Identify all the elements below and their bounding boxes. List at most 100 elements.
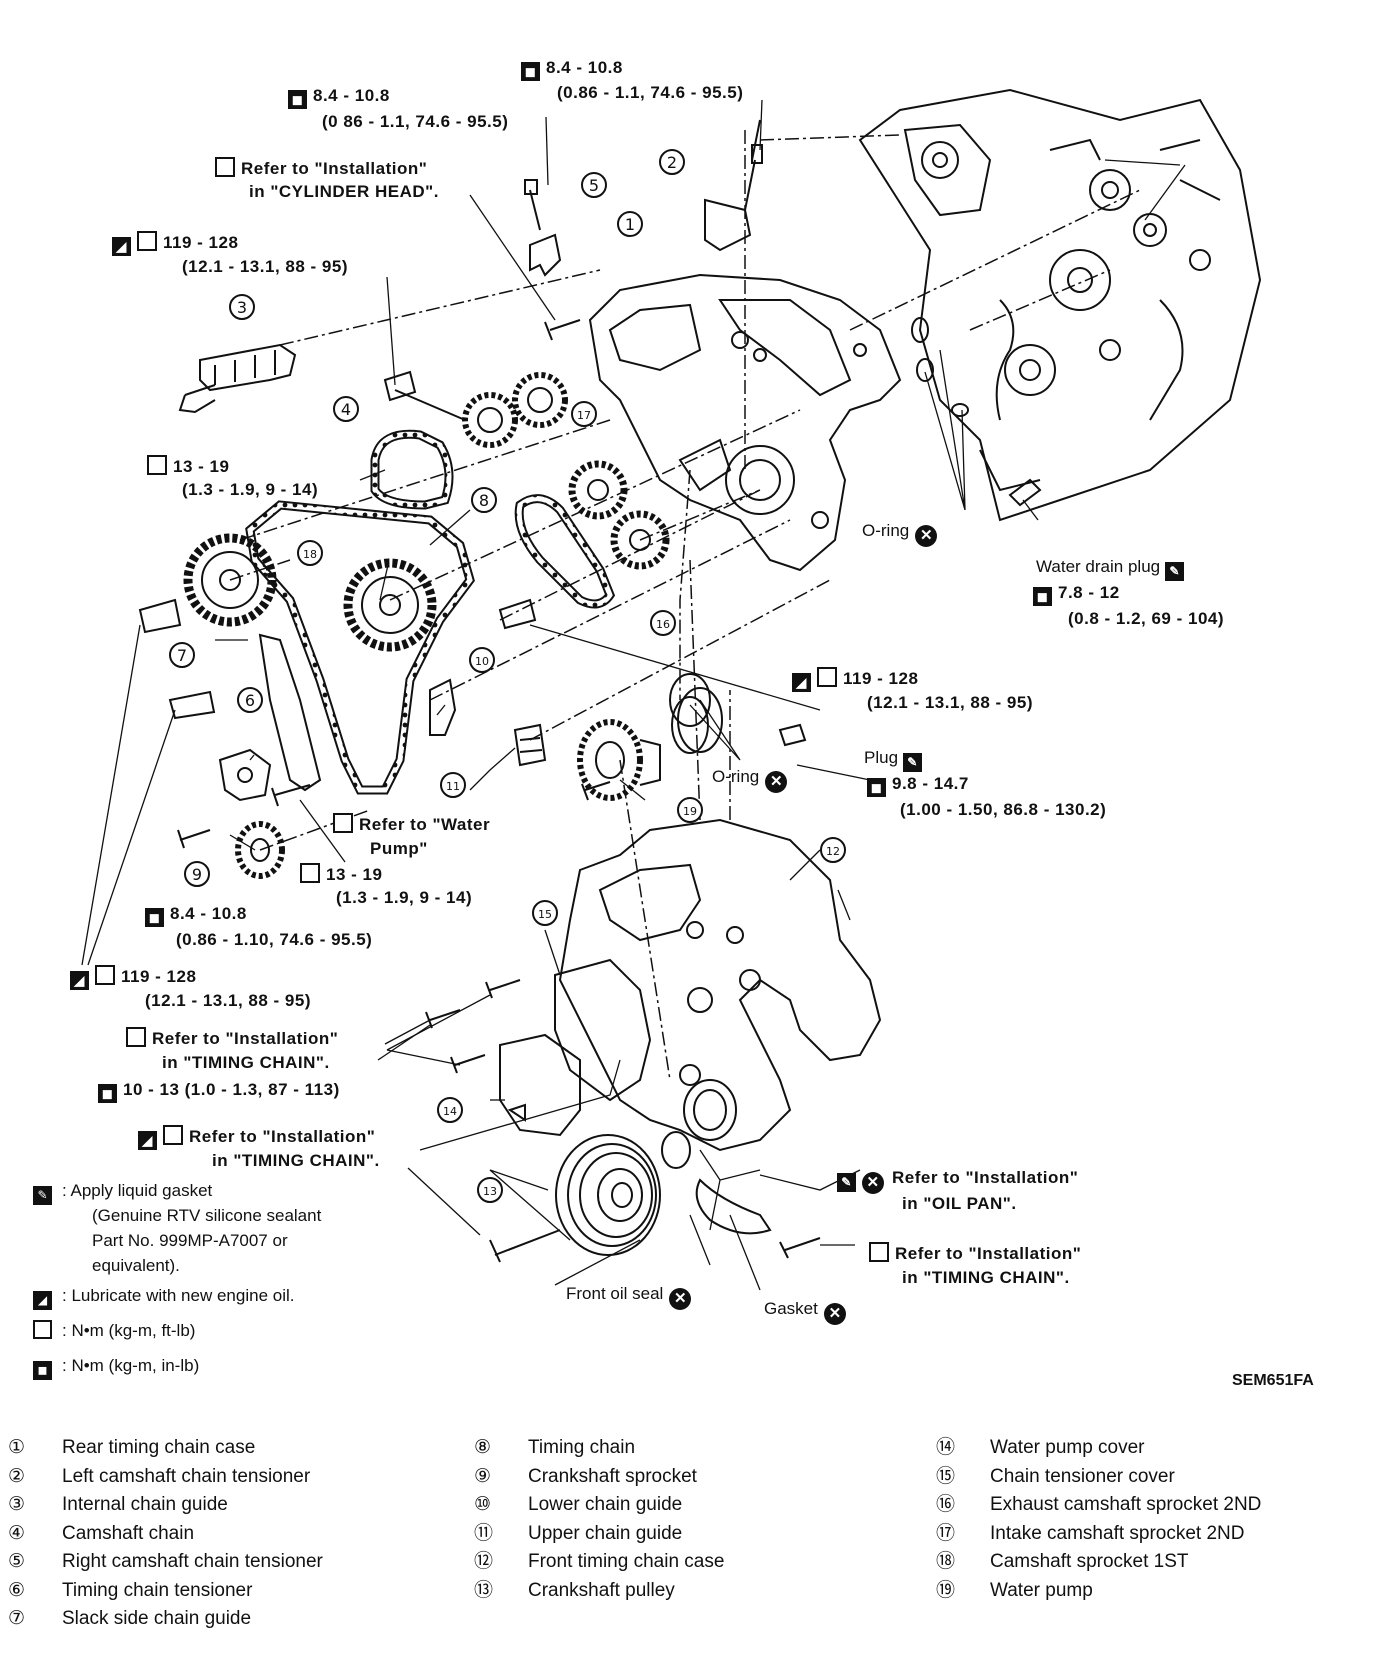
svg-text:17: 17	[577, 409, 591, 422]
slack-side-chain-guide	[258, 633, 322, 792]
svg-text:1: 1	[625, 215, 635, 234]
ref-cylinder-head: Refer to "Installation"	[215, 157, 427, 179]
front-oil-seal-label: Front oil seal✕	[566, 1283, 692, 1310]
svg-text:8: 8	[479, 491, 489, 510]
torque-ftlb-icon	[869, 1242, 889, 1262]
part-number: ④	[8, 1522, 26, 1544]
camshaft-chain	[370, 429, 454, 510]
legend-gasket-2: (Genuine RTV silicone sealant	[92, 1206, 322, 1225]
torque-inlb-icon: ◼	[521, 62, 540, 81]
part-name: Crankshaft sprocket	[528, 1465, 697, 1487]
ref-oil-pan: ✎✕Refer to "Installation"	[837, 1168, 1078, 1194]
upper-chain-guide	[513, 723, 547, 767]
torque-ftlb-icon	[126, 1027, 146, 1047]
svg-text:14: 14	[443, 1105, 457, 1118]
legend-gasket: ✎: Apply liquid gasket	[33, 1180, 212, 1205]
part-name: Chain tensioner cover	[990, 1465, 1175, 1487]
callout-15: 15	[532, 900, 558, 926]
part-number: ⑦	[8, 1608, 26, 1629]
callout-6: 6	[237, 687, 263, 713]
ref-timing-chain-2-2: in "TIMING CHAIN".	[212, 1151, 380, 1170]
left-camshaft-chain-tensioner	[704, 119, 763, 252]
o-ring-label-2: O-ring✕	[712, 766, 788, 793]
svg-text:13: 13	[483, 1185, 497, 1198]
torque-top-right-spec: (0.86 - 1.1, 74.6 - 95.5)	[557, 83, 744, 102]
part-name: Camshaft chain	[62, 1522, 195, 1544]
part-name: Right camshaft chain tensioner	[62, 1551, 323, 1572]
legend-nm-inlb: ◼: N•m (kg-m, in-lb)	[33, 1355, 199, 1380]
callout-17: 17	[571, 401, 597, 427]
part-name: Timing chain tensioner	[62, 1579, 253, 1601]
lubricate-icon: ◢	[33, 1291, 52, 1310]
replace-icon: ✕	[823, 1303, 846, 1325]
part-name: Rear timing chain case	[62, 1437, 256, 1458]
part-number: ⑨	[474, 1465, 492, 1487]
torque-ftlb-icon	[33, 1320, 52, 1339]
torque-119-a: ◢119 - 128	[112, 231, 238, 256]
torque-119-c-spec: (12.1 - 13.1, 88 - 95)	[145, 991, 311, 1010]
callout-18: 18	[297, 540, 323, 566]
part-number: ⑯	[936, 1494, 956, 1515]
callout-1: 1	[617, 211, 643, 237]
front-timing-chain-case	[558, 818, 882, 1152]
torque-inlb-icon: ◼	[98, 1084, 117, 1103]
plug-label: Plug ✎	[864, 747, 928, 772]
ref-water-pump: Refer to "Water	[333, 813, 490, 835]
torque-top-left-spec: (0 86 - 1.1, 74.6 - 95.5)	[322, 112, 509, 131]
svg-text:9: 9	[192, 865, 202, 884]
legend-gasket-3: Part No. 999MP-A7007 or	[92, 1231, 288, 1250]
rear-timing-chain-case	[588, 273, 902, 572]
water-pump	[577, 687, 723, 801]
water-pump-cover	[499, 1033, 581, 1137]
callout-circles: 1 2 3 4 5 6 7 8 9 10 11 12 13 14 15 16 1…	[169, 149, 846, 1203]
ref-timing-chain-1: Refer to "Installation"	[126, 1027, 338, 1049]
replace-icon: ✕	[862, 1172, 884, 1194]
callout-13: 13	[477, 1177, 503, 1203]
torque-78-spec: (0.8 - 1.2, 69 - 104)	[1068, 609, 1225, 628]
part-number: ⑬	[474, 1579, 494, 1601]
torque-98: ◼9.8 - 14.7	[867, 774, 969, 797]
torque-13-b: 13 - 19	[300, 863, 382, 885]
torque-84-c-spec: (0.86 - 1.10, 74.6 - 95.5)	[176, 930, 373, 949]
replace-icon: ✕	[915, 525, 938, 547]
ref-timing-chain-3: Refer to "Installation"	[869, 1242, 1081, 1264]
svg-text:19: 19	[683, 805, 697, 818]
camshaft-sprocket-left	[183, 533, 277, 627]
gasket-label: Gasket✕	[764, 1298, 846, 1325]
torque-10: ◼10 - 13 (1.0 - 1.3, 87 - 113)	[98, 1080, 340, 1103]
torque-ftlb-icon	[137, 231, 157, 251]
part-name: Camshaft sprocket 1ST	[990, 1551, 1189, 1572]
ref-oil-pan-2: in "OIL PAN".	[902, 1194, 1017, 1213]
torque-inlb-icon: ◼	[145, 908, 164, 927]
callout-7: 7	[169, 642, 195, 668]
ref-timing-chain-1-2: in "TIMING CHAIN".	[162, 1053, 330, 1072]
part-number: ⑲	[936, 1579, 956, 1601]
callout-11: 11	[440, 772, 466, 798]
chain-tensioner-cover	[554, 958, 652, 1102]
legend-nm-ftlb: : N•m (kg-m, ft-lb)	[33, 1320, 195, 1341]
water-drain-plug-label: Water drain plug ✎	[1036, 556, 1190, 581]
callout-5: 5	[581, 172, 607, 198]
crankshaft-sprocket	[235, 821, 285, 879]
part-name: Left camshaft chain tensioner	[62, 1465, 311, 1487]
part-number: ⑫	[474, 1551, 494, 1572]
timing-chain-tensioner	[218, 748, 272, 802]
part-name: Water pump	[990, 1579, 1093, 1601]
oil-pan-gasket	[695, 1178, 772, 1235]
lower-chain-guide	[429, 678, 457, 736]
svg-text:11: 11	[446, 780, 460, 793]
torque-ftlb-icon	[300, 863, 320, 883]
torque-top-left: ◼8.4 - 10.8	[288, 86, 390, 109]
torque-84-c: ◼8.4 - 10.8	[145, 904, 247, 927]
torque-98-spec: (1.00 - 1.50, 86.8 - 130.2)	[900, 800, 1107, 819]
callout-10: 10	[469, 647, 495, 673]
svg-text:3: 3	[237, 298, 247, 317]
parts-list-item: ⑨ Crankshaft sprocket	[474, 1463, 724, 1492]
